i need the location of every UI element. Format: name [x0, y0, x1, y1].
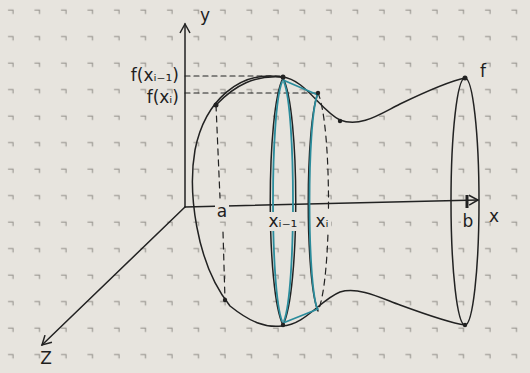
axis-label: y: [198, 6, 212, 25]
disk-edge-hidden: [318, 93, 329, 311]
point: [223, 298, 227, 302]
axis-label: Z: [38, 349, 54, 368]
function-value-label: f(xᵢ): [145, 88, 181, 107]
bound-label: b: [461, 212, 476, 231]
function-curve: [216, 77, 465, 123]
disk-edge: [283, 78, 296, 325]
point: [214, 103, 219, 108]
partition-label: xᵢ₋₁: [267, 212, 300, 231]
solid-outline: [282, 291, 465, 326]
point: [463, 323, 467, 327]
frustum-edge: [283, 309, 318, 323]
bound-label: a: [215, 202, 229, 221]
function-value-label: f(xᵢ₋₁): [129, 66, 181, 85]
tick: [466, 195, 469, 208]
point: [316, 91, 320, 95]
axis-label: x: [487, 207, 501, 226]
frustum-edge: [284, 82, 293, 321]
point: [281, 323, 285, 327]
solid-outline: [193, 76, 282, 326]
function-name: f: [478, 62, 488, 81]
end-cap: [451, 78, 479, 325]
frustum-edge: [273, 82, 282, 321]
y-axis: [184, 24, 186, 207]
point: [281, 75, 286, 80]
point: [463, 76, 468, 81]
end-cap-hidden: [216, 105, 220, 198]
frustum-edge: [283, 80, 318, 95]
frustum-edge: [310, 96, 318, 308]
partition-label: xᵢ: [313, 212, 330, 231]
level-line: [185, 92, 316, 93]
point: [338, 119, 342, 123]
z-axis: [42, 207, 185, 345]
disk-edge: [308, 93, 318, 311]
end-cap-hidden: [223, 232, 225, 300]
disk-edge: [270, 78, 283, 325]
